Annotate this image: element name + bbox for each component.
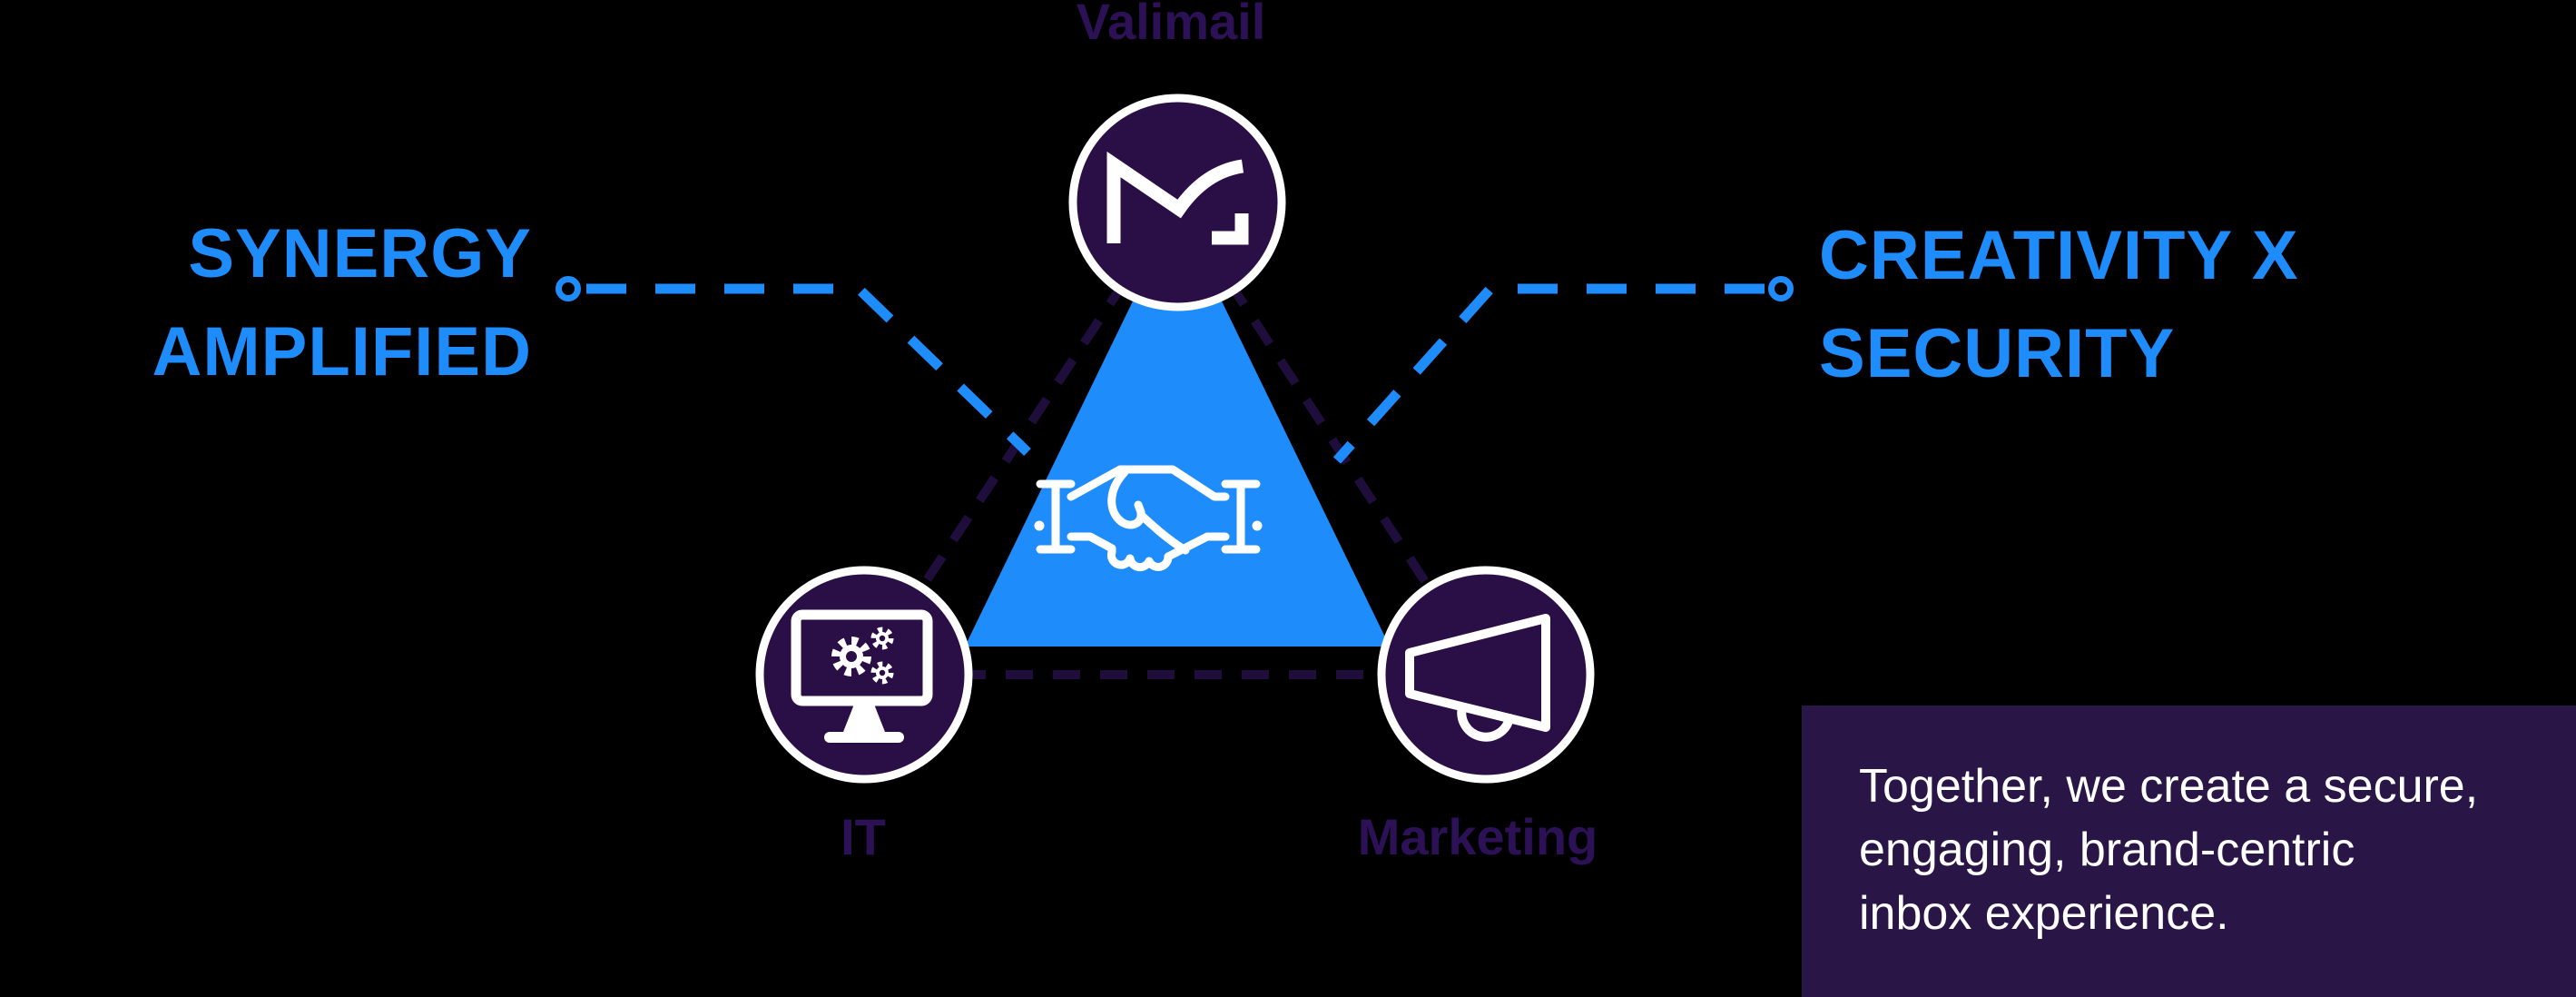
valimail-bracket-stroke [1212,213,1249,245]
computer-gears-icon [791,609,933,743]
handshake-top-edge [1067,465,1230,501]
connector-ring-icon [1768,276,1794,301]
headline-line: AMPLIFIED [152,313,532,390]
panel-text-line: inbox experience. [1859,887,2229,940]
handshake-dot-right [1252,520,1263,531]
headline-line: SYNERGY [188,215,532,292]
valimail-m-stroke [1106,151,1244,243]
handshake-right-cuff [1221,479,1261,554]
gear-small-top-icon [870,627,894,650]
panel-text-line: Together, we create a secure, [1859,760,2479,813]
callout-connector-right [1332,276,1794,464]
node-it [755,566,973,784]
node-label-valimail: Valimail [1076,0,1266,50]
node-valimail [1068,94,1286,311]
gear-teeth [870,627,894,650]
handshake-left-cuff [1036,479,1076,554]
handshake-icon [1034,465,1263,572]
megaphone-body [1405,614,1550,732]
megaphone-icon [1405,614,1550,742]
headline-line: CREATIVITY X [1819,217,2299,294]
node-circle-left [755,566,973,784]
headline-line: SECURITY [1819,315,2176,392]
headline-creativity-security: CREATIVITY X SECURITY [1819,207,2299,403]
callout-connector-left [556,276,1031,456]
summary-panel: Together, we create a secure, engaging, … [1802,706,2576,997]
gear-teeth [831,637,871,676]
monitor-base [824,732,904,743]
gear-teeth [870,661,894,685]
gear-hole [879,635,886,642]
gear-small-bottom-icon [870,661,894,685]
megaphone-handle [1457,703,1514,742]
node-label-marketing: Marketing [1357,808,1598,865]
connector-ring-icon [556,276,581,301]
monitor-frame [791,609,933,706]
gear-hole [846,651,857,662]
handshake-left-bottom [1067,532,1116,553]
connector-line [1332,283,1765,464]
handshake-fingers [1106,544,1173,572]
monitor-stand [843,702,885,732]
valimail-logo-icon [1106,151,1249,245]
gear-hole [879,669,886,676]
gear-large-icon [831,637,871,676]
panel-text-line: engaging, brand-centric [1859,824,2355,876]
headline-synergy-amplified: SYNERGY AMPLIFIED [152,205,532,401]
node-marketing [1377,566,1595,784]
node-label-it: IT [841,808,886,865]
handshake-grip [1136,510,1190,555]
connector-line [586,283,1031,456]
handshake-dot-left [1034,520,1045,531]
